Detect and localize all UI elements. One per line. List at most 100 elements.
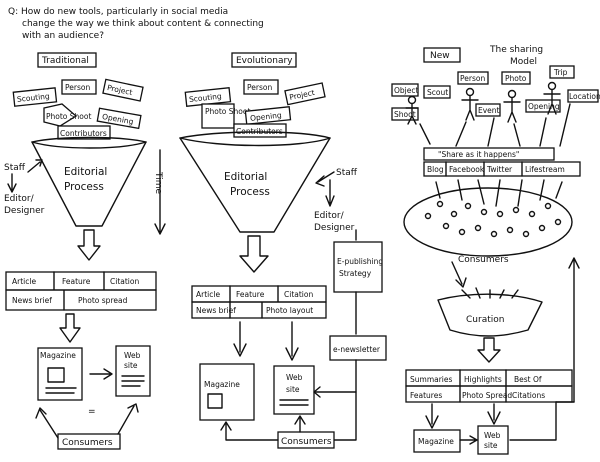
evo-designer-label: Designer [314, 223, 355, 233]
evo-output-feature: Feature [236, 290, 265, 299]
trad-funnel [31, 136, 147, 227]
question-line-1: Q: How do new tools, particularly in soc… [8, 7, 228, 17]
trad-input-opening [96, 107, 142, 130]
trad-mag-to-web-arrow [89, 368, 113, 380]
epub-strategy-box [333, 241, 383, 293]
new-website-label-2: site [484, 441, 498, 450]
question-line-2: change the way we think about content & … [22, 19, 264, 29]
evo-output-arrow [239, 235, 269, 273]
curation-bowl [437, 293, 543, 337]
trad-outputs-box [5, 271, 157, 311]
trad-website [115, 345, 151, 397]
consumer-crowd [424, 179, 563, 238]
enewsletter-to-website-arrow [313, 386, 357, 398]
evo-website [273, 365, 315, 415]
trad-funnel-label-2: Process [64, 181, 104, 193]
evo-staff-down-arrow [325, 179, 335, 207]
evo-to-website-arrow [285, 321, 299, 361]
evo-magazine-photo [207, 393, 223, 409]
curation-inflow-arrows [461, 287, 519, 299]
evo-website-label-1: Web [286, 373, 303, 382]
trad-input-scouting-label: Scouting [17, 91, 51, 103]
trad-magazine-lines [45, 387, 77, 394]
new-input-photo-label: Photo [505, 74, 527, 83]
evo-output-citation: Citation [284, 290, 313, 299]
new-outputs-grid [405, 369, 573, 403]
trad-designer-label: Designer [4, 206, 45, 216]
epub-strategy-line-1: E-publishing [337, 257, 383, 266]
trad-input-contributors [57, 125, 111, 140]
trad-input-project [102, 78, 144, 102]
new-input-photo [501, 71, 531, 85]
new-mag-to-web-arrow [459, 435, 478, 445]
new-heading: New [430, 51, 450, 61]
sharing-title-2: Model [510, 57, 537, 67]
trad-magazine-photo [47, 367, 65, 383]
evo-input-photo-shoot-label: Photo Shoot [205, 107, 250, 116]
channels-box [423, 161, 581, 177]
trad-input-person [61, 79, 97, 95]
evo-input-scouting-label: Scouting [189, 92, 223, 104]
trad-editor-label: Editor/ [4, 194, 35, 204]
new-magazine-label: Magazine [418, 437, 454, 446]
evo-input-project [284, 82, 326, 106]
new-consumers-label: Consumers [458, 255, 509, 265]
new-input-location-label: Location [569, 92, 600, 101]
trad-funnel-label-1: Editorial [64, 166, 107, 178]
traditional-heading: Traditional [41, 56, 89, 66]
new-web-loop-line [509, 401, 557, 441]
evo-staff-label: Staff [336, 168, 358, 178]
trad-funnel-rim [31, 141, 147, 149]
evo-heading-box [231, 52, 297, 68]
evo-funnel-label-1: Editorial [224, 171, 267, 183]
trad-input-photo-shoot [43, 103, 78, 127]
new-input-trip-label: Trip [553, 68, 568, 77]
new-heading-box [423, 47, 461, 63]
enewsletter-to-consumers-line [333, 359, 357, 441]
trad-magazine [37, 347, 83, 401]
new-input-event [475, 103, 501, 117]
evo-magazine [199, 363, 255, 421]
new-input-event-label: Event [478, 106, 500, 115]
evo-funnel-label-2: Process [230, 186, 270, 198]
evo-output-news-brief: News brief [196, 306, 236, 315]
trad-outputs-grid [5, 271, 157, 311]
trad-consumers-box [57, 433, 121, 450]
evo-magazine-label: Magazine [204, 380, 240, 389]
new-input-object [391, 83, 419, 97]
evolutionary-model: Evolutionary Scouting Person Project Pho… [179, 52, 387, 449]
epub-strategy-line-2: Strategy [339, 269, 372, 278]
trad-input-contributors-label: Contributors [60, 129, 107, 138]
evo-output-photo-layout: Photo layout [266, 306, 313, 315]
trad-magazine-arrow [59, 313, 81, 343]
time-label: Time [153, 171, 163, 194]
evo-input-contributors [233, 123, 287, 138]
new-to-website-arrow [487, 403, 501, 425]
share-as-it-happens-box [423, 147, 555, 161]
new-website-label-1: Web [484, 431, 501, 440]
new-output-citations: Citations [512, 391, 545, 400]
evo-input-photo-shoot [201, 103, 235, 129]
new-output-summaries: Summaries [410, 375, 453, 384]
trad-output-news-brief: News brief [12, 296, 52, 305]
stick-figures [405, 81, 561, 125]
evo-heading: Evolutionary [236, 56, 293, 66]
curation-output-arrow [477, 337, 501, 363]
trad-output-photo-spread: Photo spread [78, 296, 128, 305]
new-input-person-label: Person [460, 74, 485, 83]
new-input-shoot-label: Shoot [394, 110, 416, 119]
channel-twitter: Twitter [486, 165, 513, 174]
trad-output-citation: Citation [110, 277, 139, 286]
trad-output-article: Article [12, 277, 36, 286]
trad-output-feature: Feature [62, 277, 91, 286]
evo-input-opening-label: Opening [250, 111, 283, 123]
trad-staff-to-funnel-arrow [27, 159, 43, 173]
trad-equals: = [88, 407, 96, 417]
trad-consumers-to-mag-arrow [35, 407, 59, 439]
evo-editor-label: Editor/ [314, 211, 345, 221]
question-line-3: with an audience? [22, 31, 104, 41]
question-text: Q: How do new tools, particularly in soc… [8, 7, 264, 41]
evo-staff-arrow [315, 171, 335, 187]
consumers-to-curation-arrow [451, 261, 467, 288]
